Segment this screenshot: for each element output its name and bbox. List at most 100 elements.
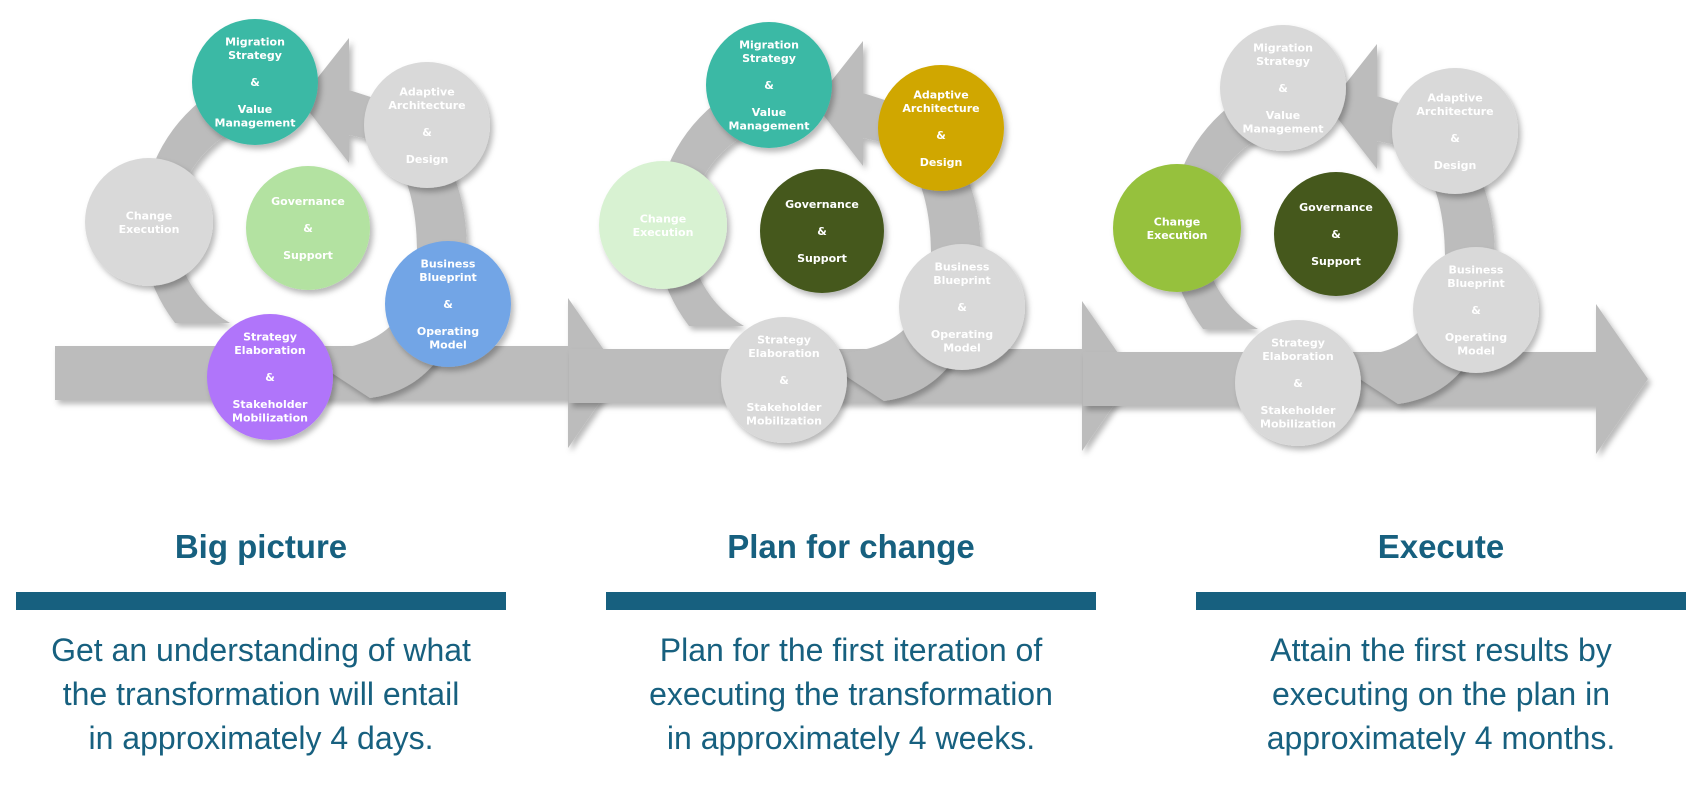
node-circle: [192, 19, 318, 145]
description-line: the transformation will entail: [62, 676, 460, 712]
node-label: &: [779, 374, 789, 387]
phase-description: Get an understanding of what the transfo…: [16, 628, 506, 760]
phase-cycle-diagrams: ChangeExecutionGovernance&SupportMigrati…: [55, 19, 1648, 454]
description-line: Plan for the first iteration of: [659, 632, 1043, 668]
node-label: Stakeholder: [232, 398, 308, 411]
node-label: &: [250, 76, 260, 89]
node-strategy: StrategyElaboration&StakeholderMobilizat…: [1235, 320, 1361, 446]
node-governance: Governance&Support: [1274, 172, 1398, 296]
cycle-arrow-head: [814, 41, 863, 166]
node-label: Value: [238, 103, 272, 116]
node-label: Governance: [271, 195, 345, 208]
node-label: Blueprint: [933, 274, 991, 287]
node-label: &: [422, 126, 432, 139]
phase-divider-bar: [16, 592, 506, 610]
node-label: Elaboration: [234, 344, 305, 357]
node-label: Migration: [1253, 42, 1313, 55]
node-label: Execution: [633, 226, 694, 239]
node-strategy: StrategyElaboration&StakeholderMobilizat…: [721, 317, 847, 443]
node-circle: [246, 166, 370, 290]
node-label: Management: [1243, 123, 1324, 136]
cycle-diagram-1: ChangeExecutionGovernance&SupportMigrati…: [55, 19, 620, 448]
node-label: &: [957, 301, 967, 314]
node-governance: Governance & Support: [246, 166, 370, 290]
node-label: Adaptive: [1427, 91, 1482, 104]
node-label: &: [1471, 304, 1481, 317]
description-line: executing on the plan in: [1271, 676, 1611, 712]
node-label: &: [764, 79, 774, 92]
node-label: Strategy: [228, 49, 282, 62]
node-label: Governance: [785, 198, 859, 211]
node-label: Model: [429, 339, 467, 352]
node-label: &: [265, 371, 275, 384]
node-circle: [706, 22, 832, 148]
node-label: &: [1293, 377, 1303, 390]
node-label: Blueprint: [1447, 277, 1505, 290]
node-circle: [760, 169, 884, 293]
node-label: Strategy: [742, 52, 796, 65]
node-label: Value: [752, 106, 786, 119]
node-label: Mobilization: [746, 415, 822, 428]
phase-title: Execute: [1377, 528, 1505, 565]
node-label: Execution: [1147, 229, 1208, 242]
node-label: Execution: [119, 223, 180, 236]
node-label: Mobilization: [232, 412, 308, 425]
node-label: Business: [935, 261, 990, 274]
node-circle: [1274, 172, 1398, 296]
node-label: Migration: [225, 36, 285, 49]
node-label: Adaptive: [399, 85, 454, 98]
node-label: Value: [1266, 109, 1300, 122]
node-label: Design: [920, 156, 963, 169]
node-label: Support: [283, 249, 333, 262]
phase-column-big-picture: Big picture Get an understanding of what…: [16, 520, 506, 760]
node-label: &: [1278, 82, 1288, 95]
node-label: Elaboration: [1262, 350, 1333, 363]
node-label: &: [443, 298, 453, 311]
node-circle: [1413, 247, 1539, 373]
cycle-arrow-head: [1328, 44, 1377, 169]
node-label: Strategy: [1271, 337, 1325, 350]
node-label: Design: [406, 153, 449, 166]
node-label: Model: [943, 342, 981, 355]
node-label: Elaboration: [748, 347, 819, 360]
node-label: Support: [797, 252, 847, 265]
node-label: Change: [1154, 215, 1201, 228]
description-line: Attain the first results by: [1270, 632, 1612, 668]
node-label: Change: [640, 212, 687, 225]
description-line: executing the transformation: [649, 676, 1053, 712]
node-label: &: [303, 222, 313, 235]
node-label: &: [1450, 132, 1460, 145]
description-line: approximately 4 months.: [1266, 720, 1616, 756]
cycle-diagram-2: ChangeExecutionGovernance&SupportMigrati…: [569, 22, 1134, 451]
phase-divider-bar: [606, 592, 1096, 610]
node-circle: [878, 65, 1004, 191]
node-label: Governance: [1299, 201, 1373, 214]
description-line: Get an understanding of what: [51, 632, 471, 668]
node-label: Operating: [1445, 331, 1507, 344]
node-label: Model: [1457, 345, 1495, 358]
node-label: Adaptive: [913, 88, 968, 101]
node-label: Management: [729, 120, 810, 133]
node-label: Architecture: [902, 102, 979, 115]
node-label: Migration: [739, 39, 799, 52]
node-label: Strategy: [757, 334, 811, 347]
node-label: Strategy: [243, 331, 297, 344]
description-line: in approximately 4 days.: [88, 720, 434, 756]
node-circle: [899, 244, 1025, 370]
phase-description: Attain the first results by executing on…: [1196, 628, 1686, 760]
phase-title: Plan for change: [727, 528, 975, 565]
node-circle: [1392, 68, 1518, 194]
cycle-arrow-head: [300, 38, 349, 163]
node-circle: [207, 314, 333, 440]
node-circle: [85, 158, 213, 286]
arrow-head: [1596, 304, 1648, 454]
node-governance: Governance&Support: [760, 169, 884, 293]
